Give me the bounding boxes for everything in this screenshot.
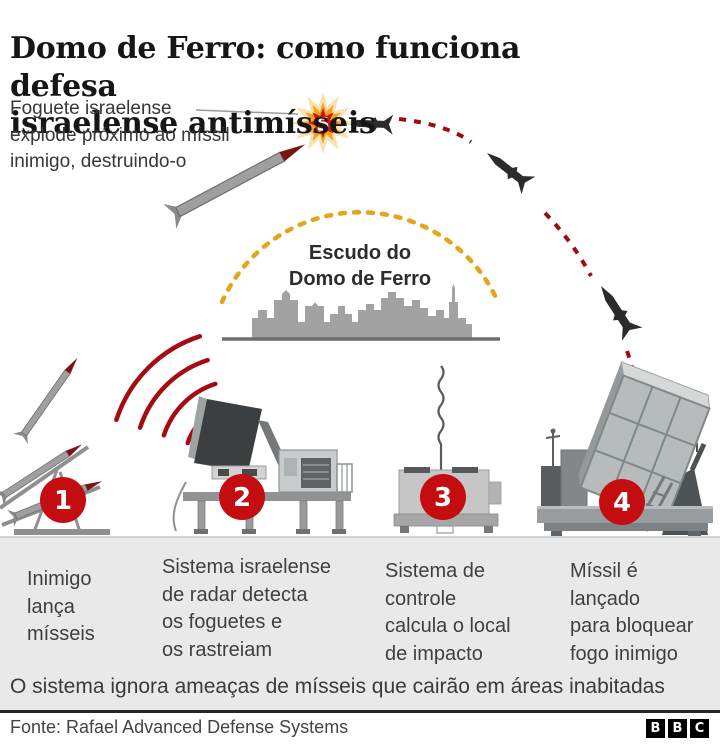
explosion-icon: 5: [292, 92, 354, 154]
step-badge: 2: [219, 474, 265, 520]
page-title: Domo de Ferro: como funciona defesa isra…: [10, 31, 521, 142]
step-5-number: 5: [316, 114, 329, 136]
source-credit: Fonte: Rafael Advanced Defense Systems: [10, 717, 349, 737]
annotation-leader-line: [195, 109, 299, 115]
step-label-3: Sistema de controle calcula o local de i…: [385, 560, 511, 665]
interceptor-missile-icon: [480, 144, 536, 195]
bbc-logo-block: B: [646, 719, 665, 738]
svg-text:1: 1: [54, 486, 72, 516]
dome-label-line2: Domo de Ferro: [289, 268, 431, 290]
label-band: [0, 536, 720, 713]
step-badges: 1 2 3 4: [40, 474, 645, 525]
dome-label-line1: Escudo do: [309, 242, 411, 264]
interception-annotation: Foguete israelense explode próximo ao mí…: [10, 98, 230, 173]
svg-text:3: 3: [434, 483, 452, 513]
step-badge: 4: [599, 479, 645, 525]
step-label-2: Sistema israelense de radar detecta os f…: [162, 556, 331, 661]
interceptor-missile-icon: [590, 279, 643, 341]
step-badge: 1: [40, 477, 86, 523]
step-badge: 3: [420, 474, 466, 520]
trajectory-arc: [398, 117, 637, 387]
dome-arc: [219, 210, 501, 305]
city-skyline: [222, 284, 500, 341]
bbc-logo-block: C: [690, 719, 709, 738]
svg-text:4: 4: [613, 488, 631, 518]
radar-illustration: [172, 396, 353, 534]
bbc-logo: B B C: [646, 719, 709, 738]
footer-divider: [0, 710, 720, 713]
step-label-4: Míssil é lançado para bloquear fogo inim…: [570, 560, 694, 665]
bbc-logo-block: B: [668, 719, 687, 738]
step-label-1: Inimigo lança mísseis: [27, 568, 95, 646]
footnote: O sistema ignora ameaças de mísseis que …: [10, 675, 665, 698]
svg-text:2: 2: [233, 483, 251, 513]
